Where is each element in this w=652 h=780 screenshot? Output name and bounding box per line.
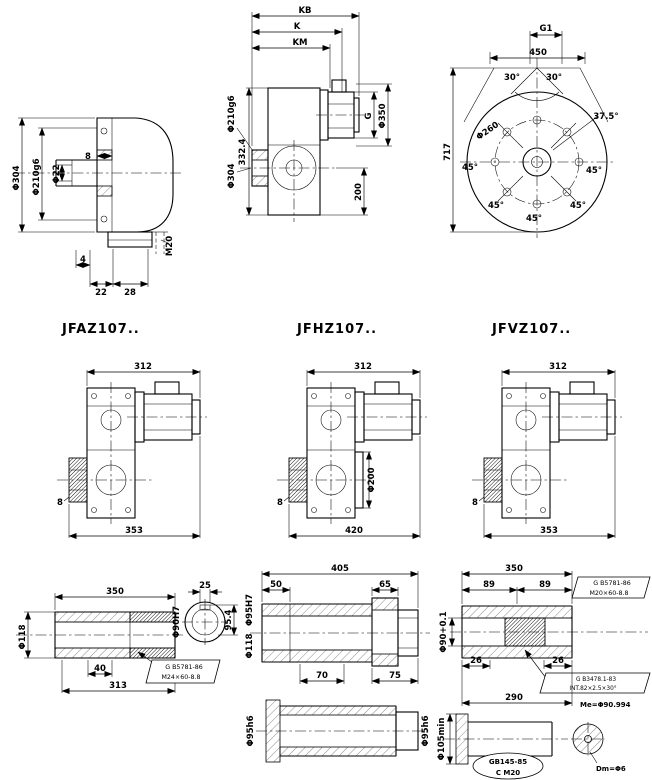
spline-shaft-dimensions: 350 89 89 G B5781-86 M20×60-8.8 Φ90+0.1 …	[437, 564, 651, 780]
dim-28: 28	[124, 288, 136, 298]
front-view-dimensions: KB K KM Φ210g6 Φ304 332.4 200 G Φ350	[227, 6, 392, 216]
dim-phi90h7: Φ90H7	[172, 606, 182, 638]
dim-k: K	[294, 22, 301, 32]
dim-350-left: 350	[106, 587, 124, 597]
dim-26b: 26	[552, 656, 564, 666]
dim-40: 40	[94, 664, 106, 674]
angle-45-5: 45°	[526, 214, 542, 224]
callout-key-std: G B5781-86	[165, 664, 203, 671]
dim-phi22: Φ22	[52, 164, 62, 183]
rear-view	[460, 58, 614, 238]
model-jfhz: JFHZ107.. Φ200 312 8 420	[276, 322, 428, 539]
angle-45-1: 45°	[462, 163, 478, 173]
dim-954: 95.4	[224, 609, 234, 630]
dim-65: 65	[379, 580, 391, 590]
front-view	[240, 79, 364, 222]
dim-26a: 26	[470, 656, 482, 666]
dim-25: 25	[199, 581, 211, 591]
model-label-jfaz: JFAZ107..	[61, 322, 140, 337]
dim-phi118-left: Φ118	[18, 624, 28, 649]
dim-phi304-front: Φ304	[227, 163, 237, 188]
callout-spline-std: G B3478.1-83	[576, 677, 616, 683]
callout-center-size: C M20	[496, 769, 520, 777]
model-jfaz: JFAZ107.. 312 8 353	[56, 322, 208, 539]
dim-22: 22	[95, 288, 107, 298]
dim-phi304: Φ304	[12, 165, 22, 190]
dim-50: 50	[270, 580, 282, 590]
dim-jfhz-8: 8	[277, 498, 283, 508]
callout-key2-std: G B5781-86	[593, 580, 631, 587]
dim-phi95h6-right: Φ95h6	[421, 715, 431, 746]
dim-290: 290	[505, 693, 523, 703]
dim-717: 717	[443, 143, 453, 161]
dim-350-right: 350	[505, 564, 523, 574]
dim-jfhz-phi200: Φ200	[367, 467, 377, 492]
dim-phi210-front: Φ210g6	[227, 95, 237, 132]
dim-405: 405	[331, 564, 349, 574]
angle-30-left: 30°	[504, 73, 520, 83]
dim-phi210: Φ210g6	[32, 158, 42, 195]
solid-shaft-dimensions: 405 50 65 Φ95H7 Φ118 70 75 Φ95h6 Φ95h6	[245, 564, 431, 747]
dim-450: 450	[529, 48, 547, 58]
dim-phi105min: Φ105min	[437, 718, 447, 761]
callout-key-size: M24×60-8.8	[161, 674, 200, 681]
dim-g: G	[364, 112, 374, 119]
dim-jfhz-312: 312	[354, 362, 372, 372]
angle-45-4: 45°	[570, 201, 586, 211]
dim-phi350: Φ350	[378, 103, 388, 128]
dim-jfaz-8: 8	[57, 498, 63, 508]
solid-shaft-detail	[250, 597, 430, 763]
dim-km: KM	[292, 38, 307, 48]
model-jfvz: JFVZ107.. 312 8 353	[471, 322, 623, 539]
model-label-jfhz: JFHZ107..	[296, 322, 377, 337]
spline-shaft-detail	[444, 605, 648, 765]
dim-3324: 332.4	[238, 138, 248, 165]
dim-phi90-tol: Φ90+0.1	[439, 611, 449, 652]
dim-200: 200	[354, 183, 364, 201]
angle-45-3: 45°	[488, 201, 504, 211]
rear-view-dimensions: G1 450 717 30° 30° 37.5° Φ260 45° 45° 45…	[443, 24, 619, 233]
angle-375: 37.5°	[593, 112, 618, 122]
hollow-shaft-dimensions: 350 25 Φ118 40 313 G B5781-86 M24×60-8.8…	[18, 581, 238, 694]
callout-spline-spec: INT.82×2.5×30°	[569, 686, 616, 692]
callout-key2-size: M20×60-8.8	[589, 590, 628, 597]
dim-jfvz-8: 8	[472, 498, 478, 508]
dim-89b: 89	[539, 580, 551, 590]
dim-g1: G1	[540, 24, 553, 34]
dim-kb: KB	[298, 6, 311, 16]
dim-phi95h7: Φ95H7	[245, 594, 255, 626]
dim-jfaz-312: 312	[134, 362, 152, 372]
dim-313: 313	[109, 681, 127, 691]
dim-phi95h6-left: Φ95h6	[246, 715, 256, 746]
dim-me: Me=Φ90.994	[580, 701, 631, 709]
dim-jfvz-353: 353	[540, 526, 558, 536]
angle-45-2: 45°	[586, 166, 602, 176]
dim-4: 4	[80, 255, 86, 265]
dim-75: 75	[389, 671, 401, 681]
hollow-shaft-detail	[16, 599, 228, 659]
dim-70: 70	[316, 671, 328, 681]
model-label-jfvz: JFVZ107..	[491, 322, 571, 337]
dim-jfvz-312: 312	[549, 362, 567, 372]
dim-phi118-mid: Φ118	[245, 633, 255, 658]
dim-m20: M20	[165, 236, 175, 256]
dim-jfaz-353: 353	[125, 526, 143, 536]
angle-30-right: 30°	[546, 73, 562, 83]
dim-jfhz-420: 420	[345, 526, 363, 536]
dim-dm: Dm=Φ6	[596, 765, 626, 773]
dim-8: 8	[85, 152, 91, 162]
callout-center-std: GB145-85	[489, 758, 527, 766]
output-side-dimensions: Φ304 Φ210g6 Φ22 8 M20 4 22 28	[12, 117, 175, 298]
dim-89a: 89	[483, 580, 495, 590]
